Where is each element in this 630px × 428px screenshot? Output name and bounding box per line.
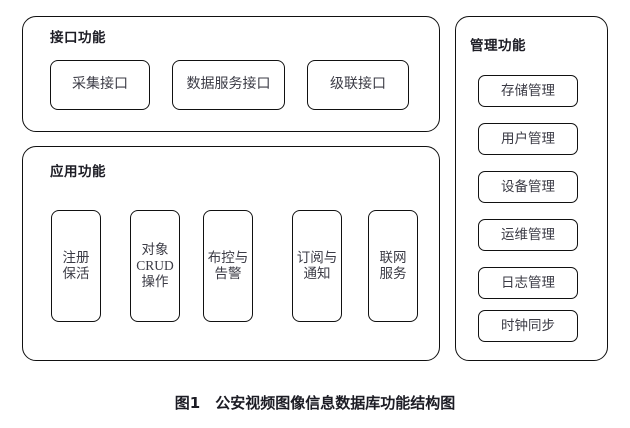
management-node-user: 用户管理 xyxy=(478,123,578,155)
application-node-network-service: 联网 服务 xyxy=(368,210,418,322)
management-node-device: 设备管理 xyxy=(478,171,578,203)
management-node-storage: 存储管理 xyxy=(478,75,578,107)
application-functions-title: 应用功能 xyxy=(50,164,106,180)
application-node-registration-keepalive: 注册 保活 xyxy=(51,210,101,322)
interface-functions-title: 接口功能 xyxy=(50,30,106,46)
management-node-log: 日志管理 xyxy=(478,267,578,299)
interface-node-data-service: 数据服务接口 xyxy=(172,60,285,110)
application-node-subscribe-notify: 订阅与 通知 xyxy=(292,210,342,322)
interface-node-collection: 采集接口 xyxy=(50,60,150,110)
application-node-object-crud: 对象 CRUD 操作 xyxy=(130,210,180,322)
management-node-operation-maintenance: 运维管理 xyxy=(478,219,578,251)
management-functions-title: 管理功能 xyxy=(470,38,526,54)
application-node-control-alarm: 布控与 告警 xyxy=(203,210,253,322)
management-node-clock-sync: 时钟同步 xyxy=(478,310,578,342)
interface-node-cascade: 级联接口 xyxy=(307,60,409,110)
figure-caption: 图1 公安视频图像信息数据库功能结构图 xyxy=(174,394,456,412)
